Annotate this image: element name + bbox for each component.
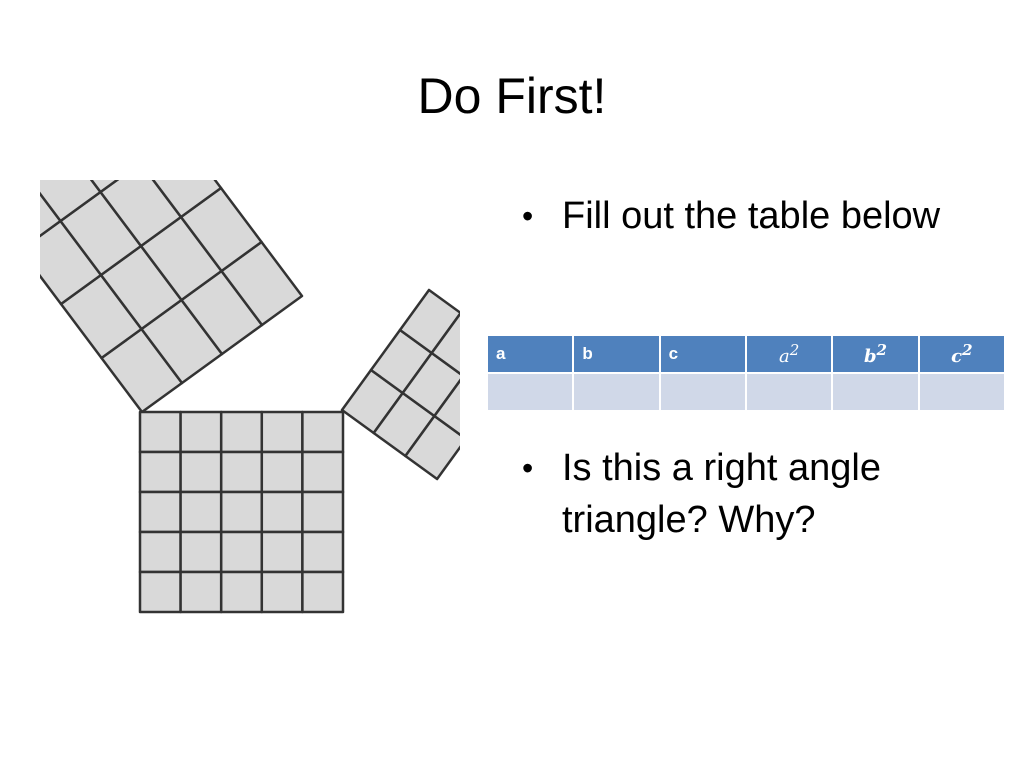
grid-cell	[219, 530, 264, 574]
grid-cell	[260, 410, 304, 454]
grid-cell	[99, 180, 183, 248]
cell-b[interactable]	[572, 372, 661, 412]
grid-cell	[260, 570, 304, 614]
pythagoras-squares-figure	[40, 180, 460, 614]
grid-cell	[138, 530, 182, 574]
grid-cell	[260, 530, 304, 574]
cell-a[interactable]	[485, 372, 575, 412]
cell-c-squared[interactable]	[917, 372, 1007, 412]
grid-cell	[430, 311, 460, 376]
bullet-text: Is this a right angle triangle? Why?	[562, 447, 881, 541]
header-a: a	[485, 334, 575, 374]
grid-cell	[404, 414, 460, 481]
bullet-list-bottom: • Is this a right angle triangle? Why?	[522, 442, 992, 546]
grid-cell	[219, 450, 264, 494]
bullet-item: • Fill out the table below	[522, 190, 992, 242]
grid-cell	[301, 490, 345, 534]
bullet-dot-icon: •	[522, 450, 534, 486]
grid-cell	[433, 378, 460, 437]
header-c-squared: c2	[917, 334, 1007, 374]
bullet-item: • Is this a right angle triangle? Why?	[522, 442, 992, 546]
bullet-dot-icon: •	[522, 198, 534, 234]
header-b: b	[572, 334, 661, 374]
bullet-text: Fill out the table below	[562, 195, 941, 237]
grid-cell	[40, 180, 102, 223]
grid-cell	[151, 180, 223, 219]
grid-cell	[179, 450, 223, 494]
left-square-4x4	[40, 180, 304, 414]
grid-cell	[138, 490, 182, 534]
grid-cell	[219, 490, 264, 534]
grid-cell	[179, 530, 223, 574]
cell-b-squared[interactable]	[831, 372, 920, 412]
grid-cell	[179, 570, 223, 614]
grid-cell	[219, 410, 264, 454]
table-row	[485, 372, 1007, 412]
grid-cell	[179, 490, 223, 534]
grid-cell	[89, 180, 120, 194]
grid-cell	[301, 570, 345, 614]
header-c: c	[658, 334, 747, 374]
right-square-3x3	[340, 288, 460, 481]
grid-cell	[260, 490, 304, 534]
bottom-square-5x5	[138, 410, 345, 614]
squares-table: a b c a2 b2 c2	[485, 334, 1007, 412]
grid-cell	[260, 450, 304, 494]
grid-cell	[301, 450, 345, 494]
grid-cell	[179, 410, 223, 454]
cell-a-squared[interactable]	[744, 372, 834, 412]
slide-title: Do First!	[417, 68, 607, 124]
table-header-row: a b c a2 b2 c2	[485, 334, 1007, 374]
grid-cell	[398, 288, 460, 355]
grid-cell	[138, 570, 182, 614]
bullet-list-top: • Fill out the table below	[522, 190, 992, 242]
grid-cell	[138, 450, 182, 494]
header-a-squared: a2	[744, 334, 834, 374]
header-b-squared: b2	[831, 334, 920, 374]
grid-cell	[301, 530, 345, 574]
grid-cell	[301, 410, 345, 454]
grid-cell	[40, 191, 62, 238]
grid-cell	[219, 570, 264, 614]
grid-cell	[138, 410, 182, 454]
cell-c[interactable]	[658, 372, 747, 412]
